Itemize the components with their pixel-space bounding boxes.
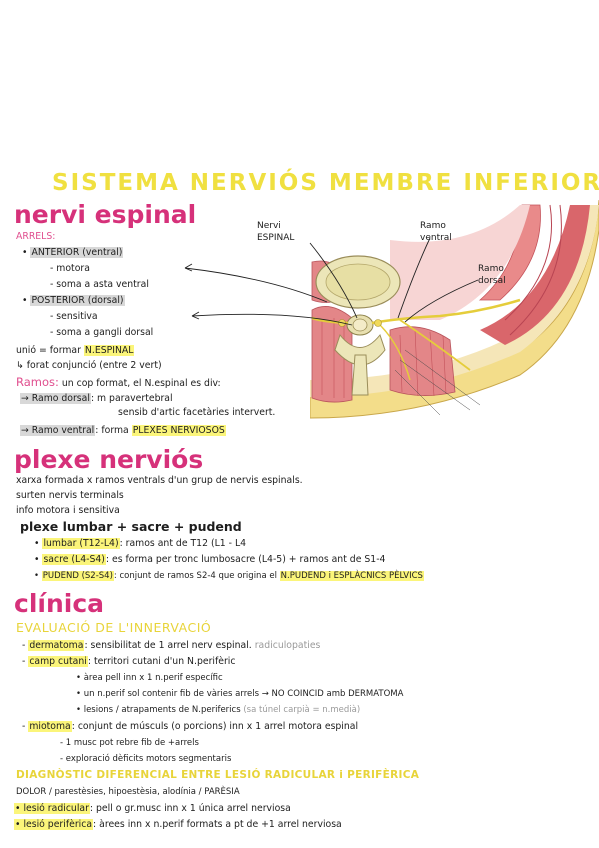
lesio-periferica-line: • lesió perifèrica: àrees inn x n.perif … [14, 819, 342, 830]
ramo-dorsal-line2: sensib d'artic facetàries intervert. [118, 407, 276, 418]
anterior-item: • ANTERIOR (ventral) [22, 247, 124, 258]
unio-line: unió = formar N.ESPINAL [16, 345, 135, 356]
ramo-ventral-line: → Ramo ventral: forma PLEXES NERVIOSOS [20, 425, 226, 436]
heading-clinica: clínica [14, 589, 105, 618]
label-nervi-espinal: Nervi ESPINAL [257, 221, 295, 243]
miotoma-item2: - exploració dèficits motors segmentaris [60, 754, 232, 764]
page-title: SISTEMA NERVIÓS MEMBRE INFERIOR [52, 170, 599, 196]
diagnostic-line1: DOLOR / parestèsies, hipoestèsia, alodín… [16, 787, 240, 797]
diagnostic-subheading: DIAGNÒSTIC DIFERENCIAL ENTRE LESIÓ RADIC… [16, 769, 420, 781]
plexe-line2: surten nervis terminals [16, 490, 124, 501]
camp-item3: • lesions / atrapaments de N.periferics … [76, 705, 361, 715]
dermatoma-line: - dermatoma: sensibilitat de 1 arrel ner… [22, 640, 321, 651]
sensitiva-item: - sensitiva [50, 311, 98, 322]
plexe-pudend-item: • PUDEND (S2-S4): conjunt de ramos S2-4 … [34, 571, 424, 581]
camp-cutani-line: - camp cutani: territori cutani d'un N.p… [22, 656, 236, 667]
plexe-sacre-item: • sacre (L4-S4): es forma per tronc lumb… [34, 554, 386, 565]
heading-plexe-nervios: plexe nerviós [14, 445, 204, 474]
label-ramo-ventral: Ramo ventral [420, 221, 452, 243]
label-ramo-dorsal: Ramo dorsal [478, 264, 506, 286]
camp-item2: • un n.perif sol contenir fib de vàries … [76, 689, 404, 699]
forat-line: ↳ forat conjunció (entre 2 vert) [16, 360, 162, 371]
soma-gangli-item: - soma a gangli dorsal [50, 327, 154, 338]
ramos-line: Ramos: un cop format, el N.espinal es di… [16, 375, 221, 389]
lesio-radicular-line: • lesió radicular: pell o gr.musc inn x … [14, 803, 291, 814]
plexe-subheading: plexe lumbar + sacre + pudend [20, 519, 242, 534]
posterior-item: • POSTERIOR (dorsal) [22, 295, 125, 306]
plexe-line3: info motora i sensitiva [16, 505, 120, 516]
miotoma-line: - miotoma: conjunt de músculs (o porcion… [22, 721, 359, 732]
soma-asta-item: - soma a asta ventral [50, 279, 149, 290]
evaluacio-subheading: EVALUACIÓ DE L'INNERVACIÓ [16, 620, 212, 635]
miotoma-item1: - 1 musc pot rebre fib de +arrels [60, 738, 199, 748]
ramo-dorsal-line: → Ramo dorsal: m paravertebral [20, 393, 173, 404]
heading-nervi-espinal: nervi espinal [14, 200, 197, 229]
motora-item: - motora [50, 263, 90, 274]
camp-item1: • àrea pell inn x 1 n.perif específic [76, 673, 223, 683]
plexe-line1: xarxa formada x ramos ventrals d'un grup… [16, 475, 303, 486]
plexe-lumbar-item: • lumbar (T12-L4): ramos ant de T12 (L1 … [34, 538, 247, 549]
arrels-label: ARRELS: [16, 231, 56, 242]
